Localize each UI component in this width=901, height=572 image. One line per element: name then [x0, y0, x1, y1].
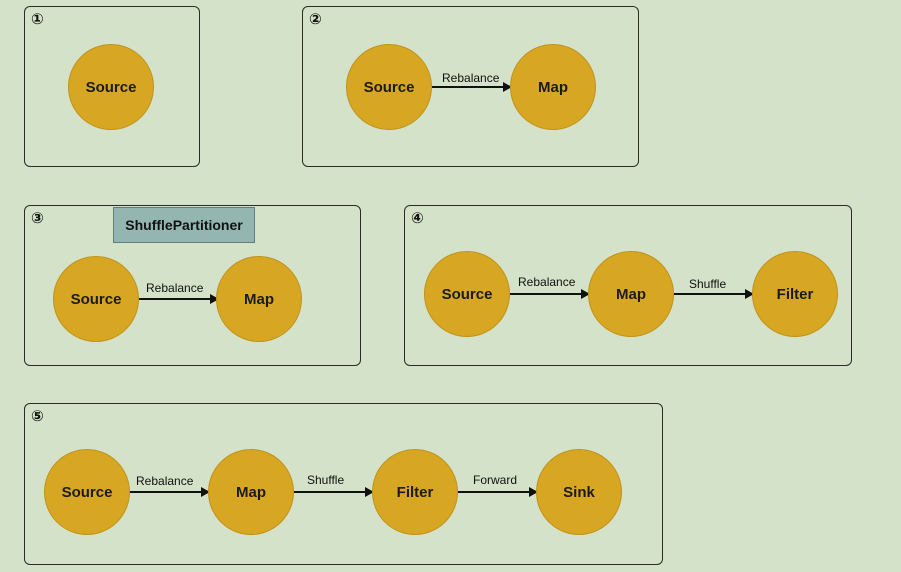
edge-arrow: [432, 81, 512, 93]
edge-arrow: [674, 288, 754, 300]
node-sink[interactable]: Sink: [536, 449, 622, 535]
edge-label: Rebalance: [442, 71, 500, 85]
panel-4: ④ Source Rebalance Map Shuffle Filter: [404, 205, 852, 366]
node-source[interactable]: Source: [424, 251, 510, 337]
edge-label: Shuffle: [689, 277, 727, 291]
panel-5: ⑤ Source Rebalance Map Shuffle Filter Fo…: [24, 403, 663, 565]
step-number: ⑤: [31, 407, 44, 425]
node-filter[interactable]: Filter: [372, 449, 458, 535]
panel-2: ② Source Rebalance Map: [302, 6, 639, 167]
edge-label: Forward: [473, 473, 518, 487]
shuffle-partitioner-box: ShufflePartitioner: [113, 207, 255, 243]
node-filter[interactable]: Filter: [752, 251, 838, 337]
edge-label: Rebalance: [146, 281, 204, 295]
edge-arrow: [294, 486, 374, 498]
node-source[interactable]: Source: [68, 44, 154, 130]
step-number: ④: [411, 209, 424, 227]
edge-arrow: [130, 486, 210, 498]
edge-label: Rebalance: [136, 474, 194, 488]
node-map[interactable]: Map: [216, 256, 302, 342]
edge-label: Rebalance: [518, 275, 576, 289]
panel-3: ③ ShufflePartitioner Source Rebalance Ma…: [24, 205, 361, 366]
step-number: ③: [31, 209, 44, 227]
node-map[interactable]: Map: [208, 449, 294, 535]
edge-arrow: [510, 288, 590, 300]
node-source[interactable]: Source: [44, 449, 130, 535]
edge-arrow: [458, 486, 538, 498]
node-map[interactable]: Map: [588, 251, 674, 337]
step-number: ①: [31, 10, 44, 28]
edge-arrow: [139, 293, 219, 305]
edge-label: Shuffle: [307, 473, 345, 487]
step-number: ②: [309, 10, 322, 28]
panel-1: ① Source: [24, 6, 200, 167]
node-source[interactable]: Source: [346, 44, 432, 130]
node-map[interactable]: Map: [510, 44, 596, 130]
node-source[interactable]: Source: [53, 256, 139, 342]
